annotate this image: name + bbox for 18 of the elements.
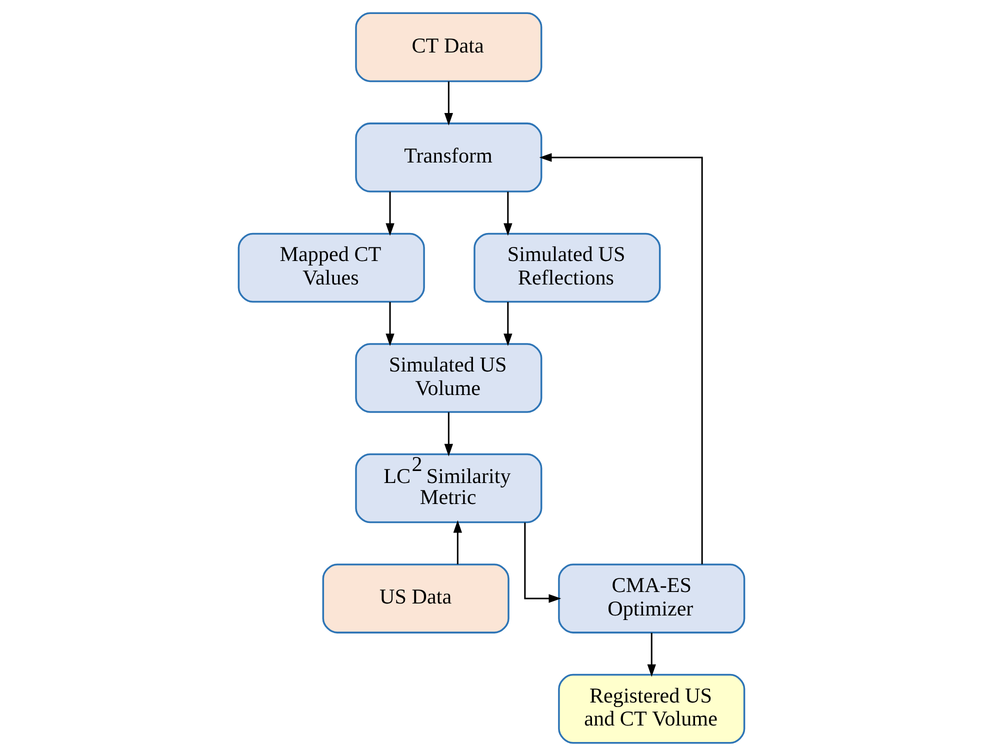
arrow <box>503 302 512 346</box>
arrow <box>385 302 394 346</box>
node-box: US Data <box>322 564 509 634</box>
node-box: Registered US and CT Volume <box>558 674 745 744</box>
node-box: Mapped CT Values <box>237 232 424 303</box>
arrow <box>444 412 453 456</box>
node-box: CT Data <box>354 12 542 82</box>
node-box: Simulated US Reflections <box>473 232 660 303</box>
node-box: Simulated US Volume <box>354 343 542 413</box>
arrow <box>646 632 656 677</box>
arrow <box>538 153 702 564</box>
arrow <box>503 192 512 236</box>
node-box: Transform <box>354 122 542 192</box>
node-box: CMA-ES Optimizer <box>558 564 745 634</box>
arrow <box>452 520 462 564</box>
arrow <box>385 192 394 236</box>
arrow <box>444 81 453 126</box>
arrow <box>524 522 561 603</box>
